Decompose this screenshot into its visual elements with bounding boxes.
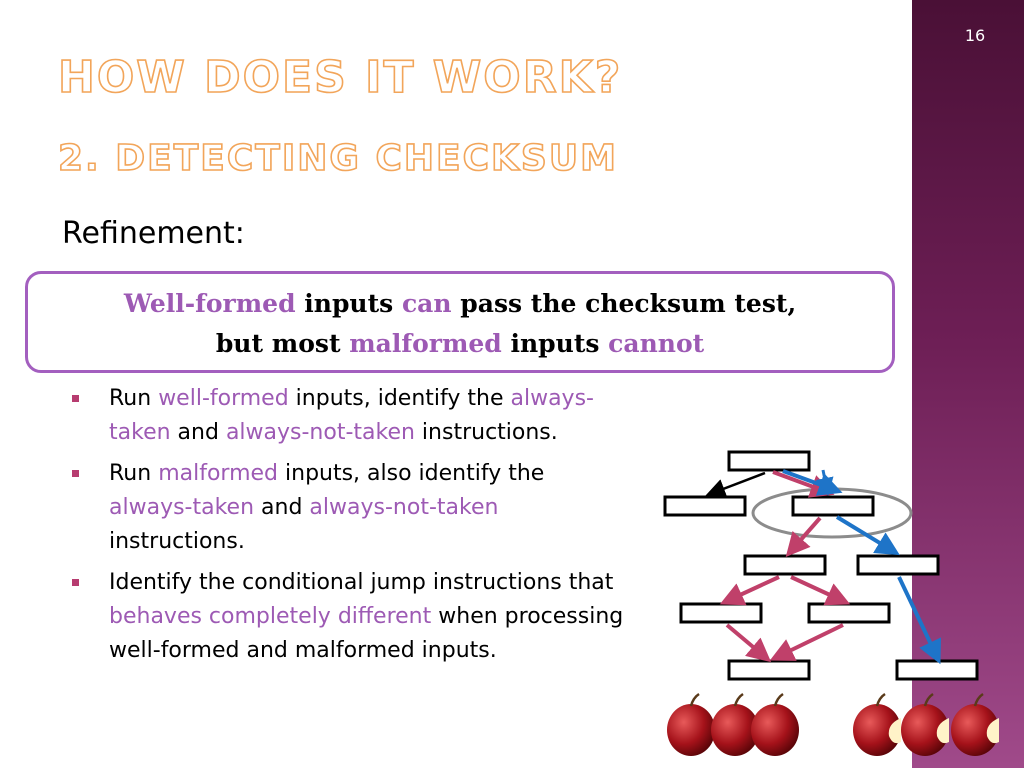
edge-arrow bbox=[769, 623, 844, 661]
page-number: 16 bbox=[964, 26, 986, 45]
callout-text: inputs bbox=[295, 289, 402, 318]
callout-line-1: Well-formed inputs can pass the checksum… bbox=[28, 284, 892, 324]
edge-arrow bbox=[835, 515, 900, 556]
callout-text: Well-formed bbox=[123, 289, 296, 318]
callout-line-2: but most malformed inputs cannot bbox=[28, 324, 892, 364]
edge-arrow bbox=[705, 471, 766, 498]
bullet-text: and bbox=[170, 420, 226, 445]
square-bullet-icon bbox=[72, 579, 79, 586]
callout-text: can bbox=[401, 289, 452, 318]
bullet-text: well-formed bbox=[158, 386, 289, 411]
bullet-text: Run bbox=[109, 461, 159, 486]
callout-text: but most bbox=[215, 329, 350, 358]
bullet-item: Identify the conditional jump instructio… bbox=[72, 566, 632, 668]
section-heading: Refinement: bbox=[62, 216, 245, 251]
cfg-node bbox=[791, 495, 875, 517]
bullet-text: inputs, also identify the bbox=[278, 461, 545, 486]
callout-text: malformed bbox=[349, 329, 502, 358]
apple-icon bbox=[751, 692, 799, 756]
bullet-text: instructions. bbox=[414, 420, 558, 445]
cfg-node bbox=[727, 659, 811, 681]
cfg-node bbox=[663, 495, 747, 517]
bitten-apple-icon bbox=[853, 692, 901, 756]
control-flow-diagram bbox=[663, 450, 999, 756]
bullet-text: always-not-taken bbox=[309, 495, 499, 520]
callout-text: cannot bbox=[608, 329, 705, 358]
callout-text: pass the checksum test, bbox=[451, 289, 797, 318]
edge-arrow bbox=[725, 623, 772, 663]
square-bullet-icon bbox=[72, 470, 79, 477]
slide-title: How does it work? bbox=[57, 51, 623, 104]
bitten-apple-icon bbox=[901, 692, 949, 756]
square-bullet-icon bbox=[72, 395, 79, 402]
edge-arrow bbox=[790, 575, 851, 606]
apple-icon bbox=[711, 692, 759, 756]
bullet-text: malformed bbox=[158, 461, 279, 486]
bullet-text: behaves completely different bbox=[109, 604, 432, 629]
bullet-text: when processing well-formed and malforme… bbox=[109, 604, 624, 663]
bullet-text: always-taken bbox=[109, 386, 594, 445]
cfg-node bbox=[743, 554, 827, 576]
cfg-node bbox=[807, 602, 891, 624]
callout-text: inputs bbox=[501, 329, 609, 358]
cfg-node bbox=[727, 450, 811, 472]
bitten-apple-icon bbox=[951, 692, 999, 756]
cfg-node bbox=[856, 554, 940, 576]
apple-icon bbox=[667, 692, 715, 756]
bullet-text: Run bbox=[109, 386, 159, 411]
bullet-item: Run well-formed inputs, identify the alw… bbox=[72, 382, 632, 450]
bullet-text: inputs, identify the bbox=[288, 386, 511, 411]
cfg-node bbox=[679, 602, 763, 624]
edge-arrow bbox=[719, 575, 780, 606]
bullet-item: Run malformed inputs, also identify the … bbox=[72, 457, 632, 559]
bullet-text: always-taken bbox=[109, 495, 255, 520]
bullet-text: and bbox=[254, 495, 310, 520]
bullet-list: Run well-formed inputs, identify the alw… bbox=[72, 382, 632, 675]
bullet-text: always-not-taken bbox=[225, 420, 415, 445]
edge-arrow bbox=[815, 469, 834, 496]
cfg-node bbox=[895, 659, 979, 681]
edge-arrow bbox=[785, 516, 822, 558]
bullet-text: instructions. bbox=[109, 529, 245, 554]
edge-arrow bbox=[897, 576, 941, 665]
slide-subtitle: 2. Detecting Checksum bbox=[57, 137, 618, 180]
bullet-text: Identify the conditional jump instructio… bbox=[109, 570, 614, 595]
callout-box: Well-formed inputs can pass the checksum… bbox=[25, 271, 895, 373]
